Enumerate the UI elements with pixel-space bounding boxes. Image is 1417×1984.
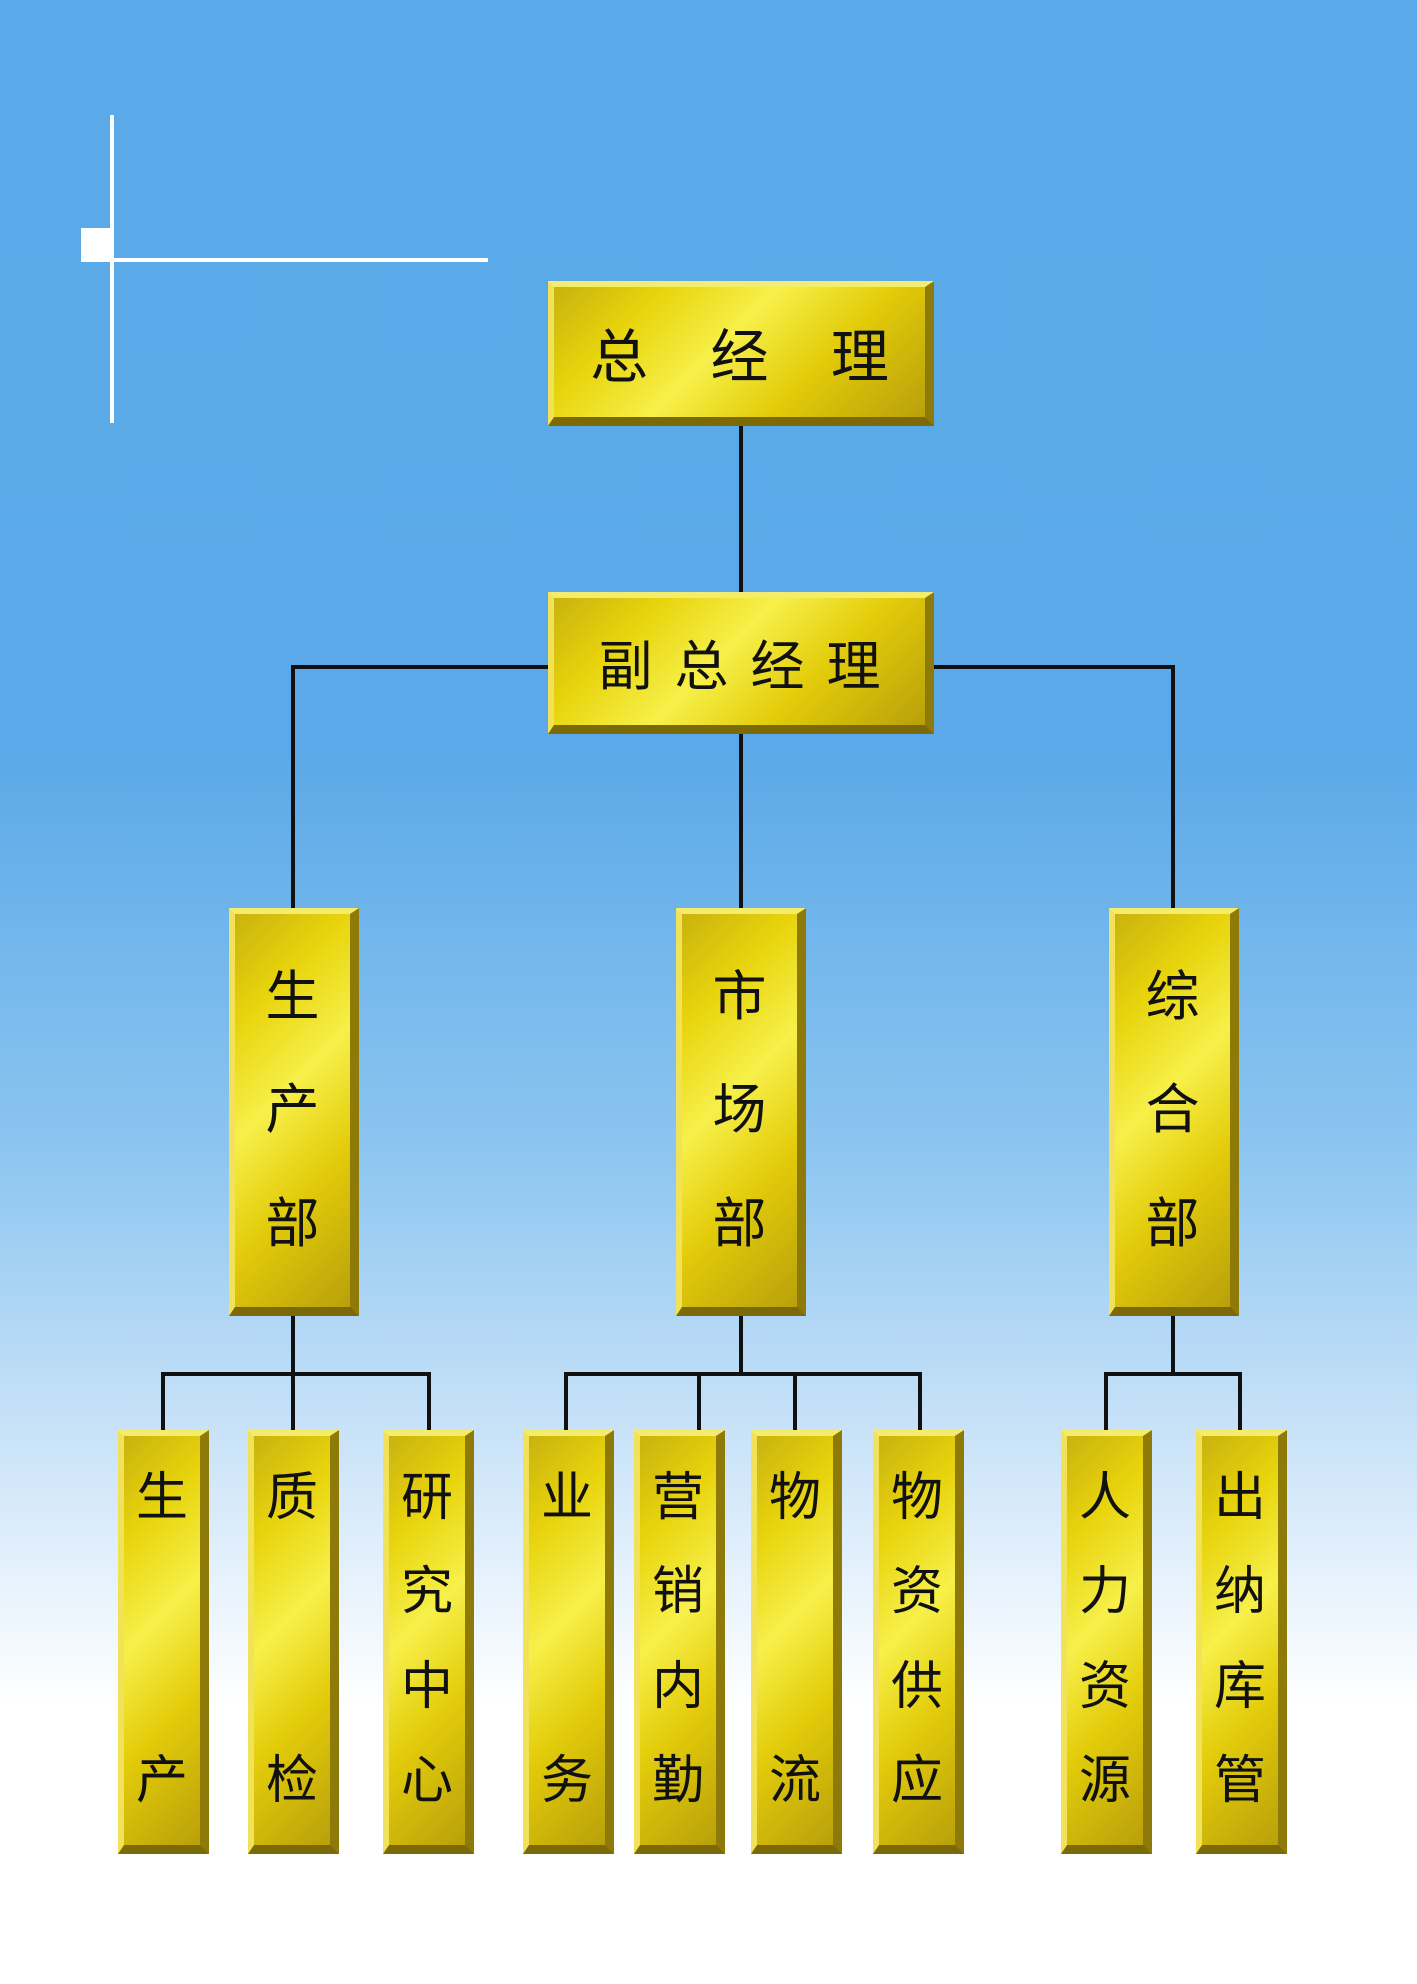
unit-cashier-warehouse-char: 出 <box>1213 1468 1266 1528</box>
line-deputy-to-right <box>932 665 1175 910</box>
unit-quality-inspection-char: 质 <box>265 1468 318 1528</box>
unit-logistics-char: 物 <box>768 1468 821 1528</box>
general-affairs-dept-char: 合 <box>1145 1078 1200 1142</box>
unit-business-char: 业 <box>540 1468 593 1528</box>
corner-deco-vertical-line <box>110 115 114 423</box>
unit-materials-supply-box: 物 资 供 应 <box>873 1430 964 1854</box>
marketing-dept-char: 部 <box>712 1192 767 1256</box>
unit-human-resources-char: 源 <box>1078 1750 1131 1811</box>
unit-quality-inspection-char: 检 <box>265 1751 318 1811</box>
corner-deco-square <box>81 228 111 262</box>
unit-materials-supply-char: 物 <box>890 1468 943 1528</box>
unit-human-resources-char: 人 <box>1078 1468 1131 1528</box>
unit-research-center-char: 心 <box>400 1750 453 1811</box>
line-deputy-to-left <box>291 665 550 910</box>
unit-research-center-char: 研 <box>400 1468 453 1528</box>
unit-production-char: 生 <box>135 1468 188 1528</box>
unit-business-char: 务 <box>540 1751 593 1811</box>
unit-materials-supply-char: 供 <box>890 1656 943 1717</box>
unit-materials-supply-char: 应 <box>890 1750 943 1811</box>
deputy-general-manager-box: 副总经理 <box>548 592 934 734</box>
unit-production-box: 生 产 <box>118 1430 209 1854</box>
unit-logistics-char: 流 <box>768 1751 821 1811</box>
production-dept-char: 部 <box>265 1192 320 1256</box>
unit-sales-office-char: 勤 <box>651 1750 704 1811</box>
unit-sales-office-char: 内 <box>651 1656 704 1717</box>
unit-business-box: 业 务 <box>523 1430 614 1854</box>
unit-materials-supply-char: 资 <box>890 1562 943 1623</box>
general-affairs-dept-char: 综 <box>1145 964 1200 1028</box>
unit-cashier-warehouse-char: 纳 <box>1213 1562 1266 1623</box>
unit-research-center-char: 究 <box>400 1562 453 1623</box>
unit-research-center-char: 中 <box>400 1656 453 1717</box>
marketing-dept-char: 市 <box>712 964 767 1028</box>
unit-human-resources-box: 人 力 资 源 <box>1061 1430 1152 1854</box>
marketing-dept-char: 场 <box>712 1078 767 1142</box>
unit-production-char: 产 <box>135 1751 188 1811</box>
unit-cashier-warehouse-char: 管 <box>1213 1750 1266 1811</box>
general-manager-box: 总 经 理 <box>548 281 934 426</box>
production-dept-box: 生 产 部 <box>229 908 359 1316</box>
unit-cashier-warehouse-char: 库 <box>1213 1656 1266 1717</box>
unit-human-resources-char: 力 <box>1078 1562 1131 1623</box>
unit-human-resources-char: 资 <box>1078 1656 1131 1717</box>
general-manager-label: 总 经 理 <box>590 323 911 391</box>
marketing-dept-box: 市 场 部 <box>676 908 806 1316</box>
unit-logistics-box: 物 流 <box>751 1430 842 1854</box>
unit-quality-inspection-box: 质 检 <box>248 1430 339 1854</box>
deputy-general-manager-label: 副总经理 <box>598 635 903 698</box>
unit-cashier-warehouse-box: 出 纳 库 管 <box>1196 1430 1287 1854</box>
corner-deco-horizontal-line <box>82 258 488 262</box>
unit-sales-office-char: 销 <box>651 1562 704 1623</box>
production-dept-char: 生 <box>265 964 320 1028</box>
general-affairs-dept-char: 部 <box>1145 1192 1200 1256</box>
production-dept-char: 产 <box>265 1078 320 1142</box>
unit-sales-office-char: 营 <box>651 1468 704 1528</box>
general-affairs-dept-box: 综 合 部 <box>1109 908 1239 1316</box>
unit-sales-office-box: 营 销 内 勤 <box>634 1430 725 1854</box>
unit-research-center-box: 研 究 中 心 <box>383 1430 474 1854</box>
